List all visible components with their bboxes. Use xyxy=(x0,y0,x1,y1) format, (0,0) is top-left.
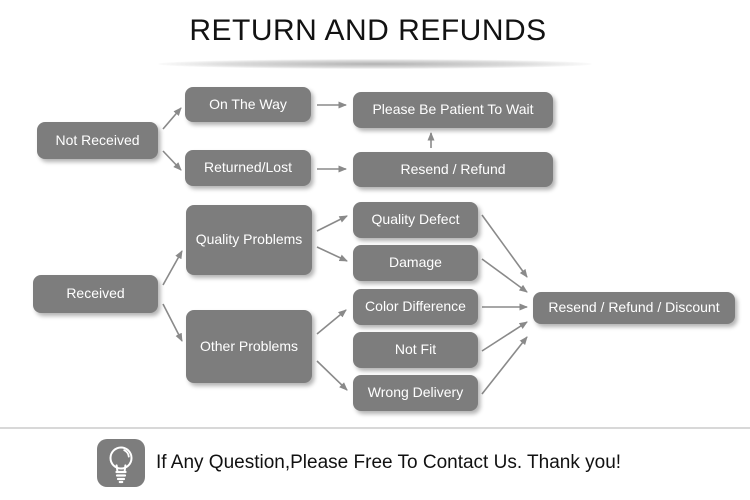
lightbulb-icon xyxy=(97,439,145,487)
footer-text: If Any Question,Please Free To Contact U… xyxy=(156,452,622,473)
arrow-not-fit-to-resend-refund-discount xyxy=(481,321,528,352)
node-on-the-way: On The Way xyxy=(185,87,311,122)
node-returned-lost: Returned/Lost xyxy=(185,150,311,186)
node-not-received: Not Received xyxy=(37,122,158,159)
arrow-damage-to-resend-refund-discount xyxy=(481,258,528,293)
node-resend-refund: Resend / Refund xyxy=(353,152,553,187)
arrow-quality-defect-to-resend-refund-discount xyxy=(481,214,528,278)
arrow-quality-problems-to-quality-defect xyxy=(316,215,348,232)
title-underline xyxy=(158,59,592,69)
arrow-quality-problems-to-damage xyxy=(316,246,348,262)
arrow-not-received-to-returned-lost xyxy=(162,150,182,171)
node-wrong-delivery: Wrong Delivery xyxy=(353,375,478,411)
arrow-other-problems-to-color-difference xyxy=(316,309,347,335)
arrow-received-to-other-problems xyxy=(162,303,183,342)
node-color-difference: Color Difference xyxy=(353,289,478,325)
node-not-fit: Not Fit xyxy=(353,332,478,368)
arrow-other-problems-to-wrong-delivery xyxy=(316,360,348,391)
node-quality-problems: Quality Problems xyxy=(186,205,312,275)
footer: If Any Question,Please Free To Contact U… xyxy=(97,439,621,487)
node-quality-defect: Quality Defect xyxy=(353,202,478,238)
footer-divider xyxy=(0,427,750,429)
node-received: Received xyxy=(33,275,158,313)
node-other-problems: Other Problems xyxy=(186,310,312,383)
arrow-received-to-quality-problems xyxy=(162,250,183,286)
node-damage: Damage xyxy=(353,245,478,281)
arrow-not-received-to-on-the-way xyxy=(162,107,182,130)
arrow-wrong-delivery-to-resend-refund-discount xyxy=(481,336,528,395)
page-title: RETURN AND REFUNDS xyxy=(189,14,547,47)
node-please-be-patient: Please Be Patient To Wait xyxy=(353,92,553,128)
node-resend-refund-discount: Resend / Refund / Discount xyxy=(533,292,735,324)
